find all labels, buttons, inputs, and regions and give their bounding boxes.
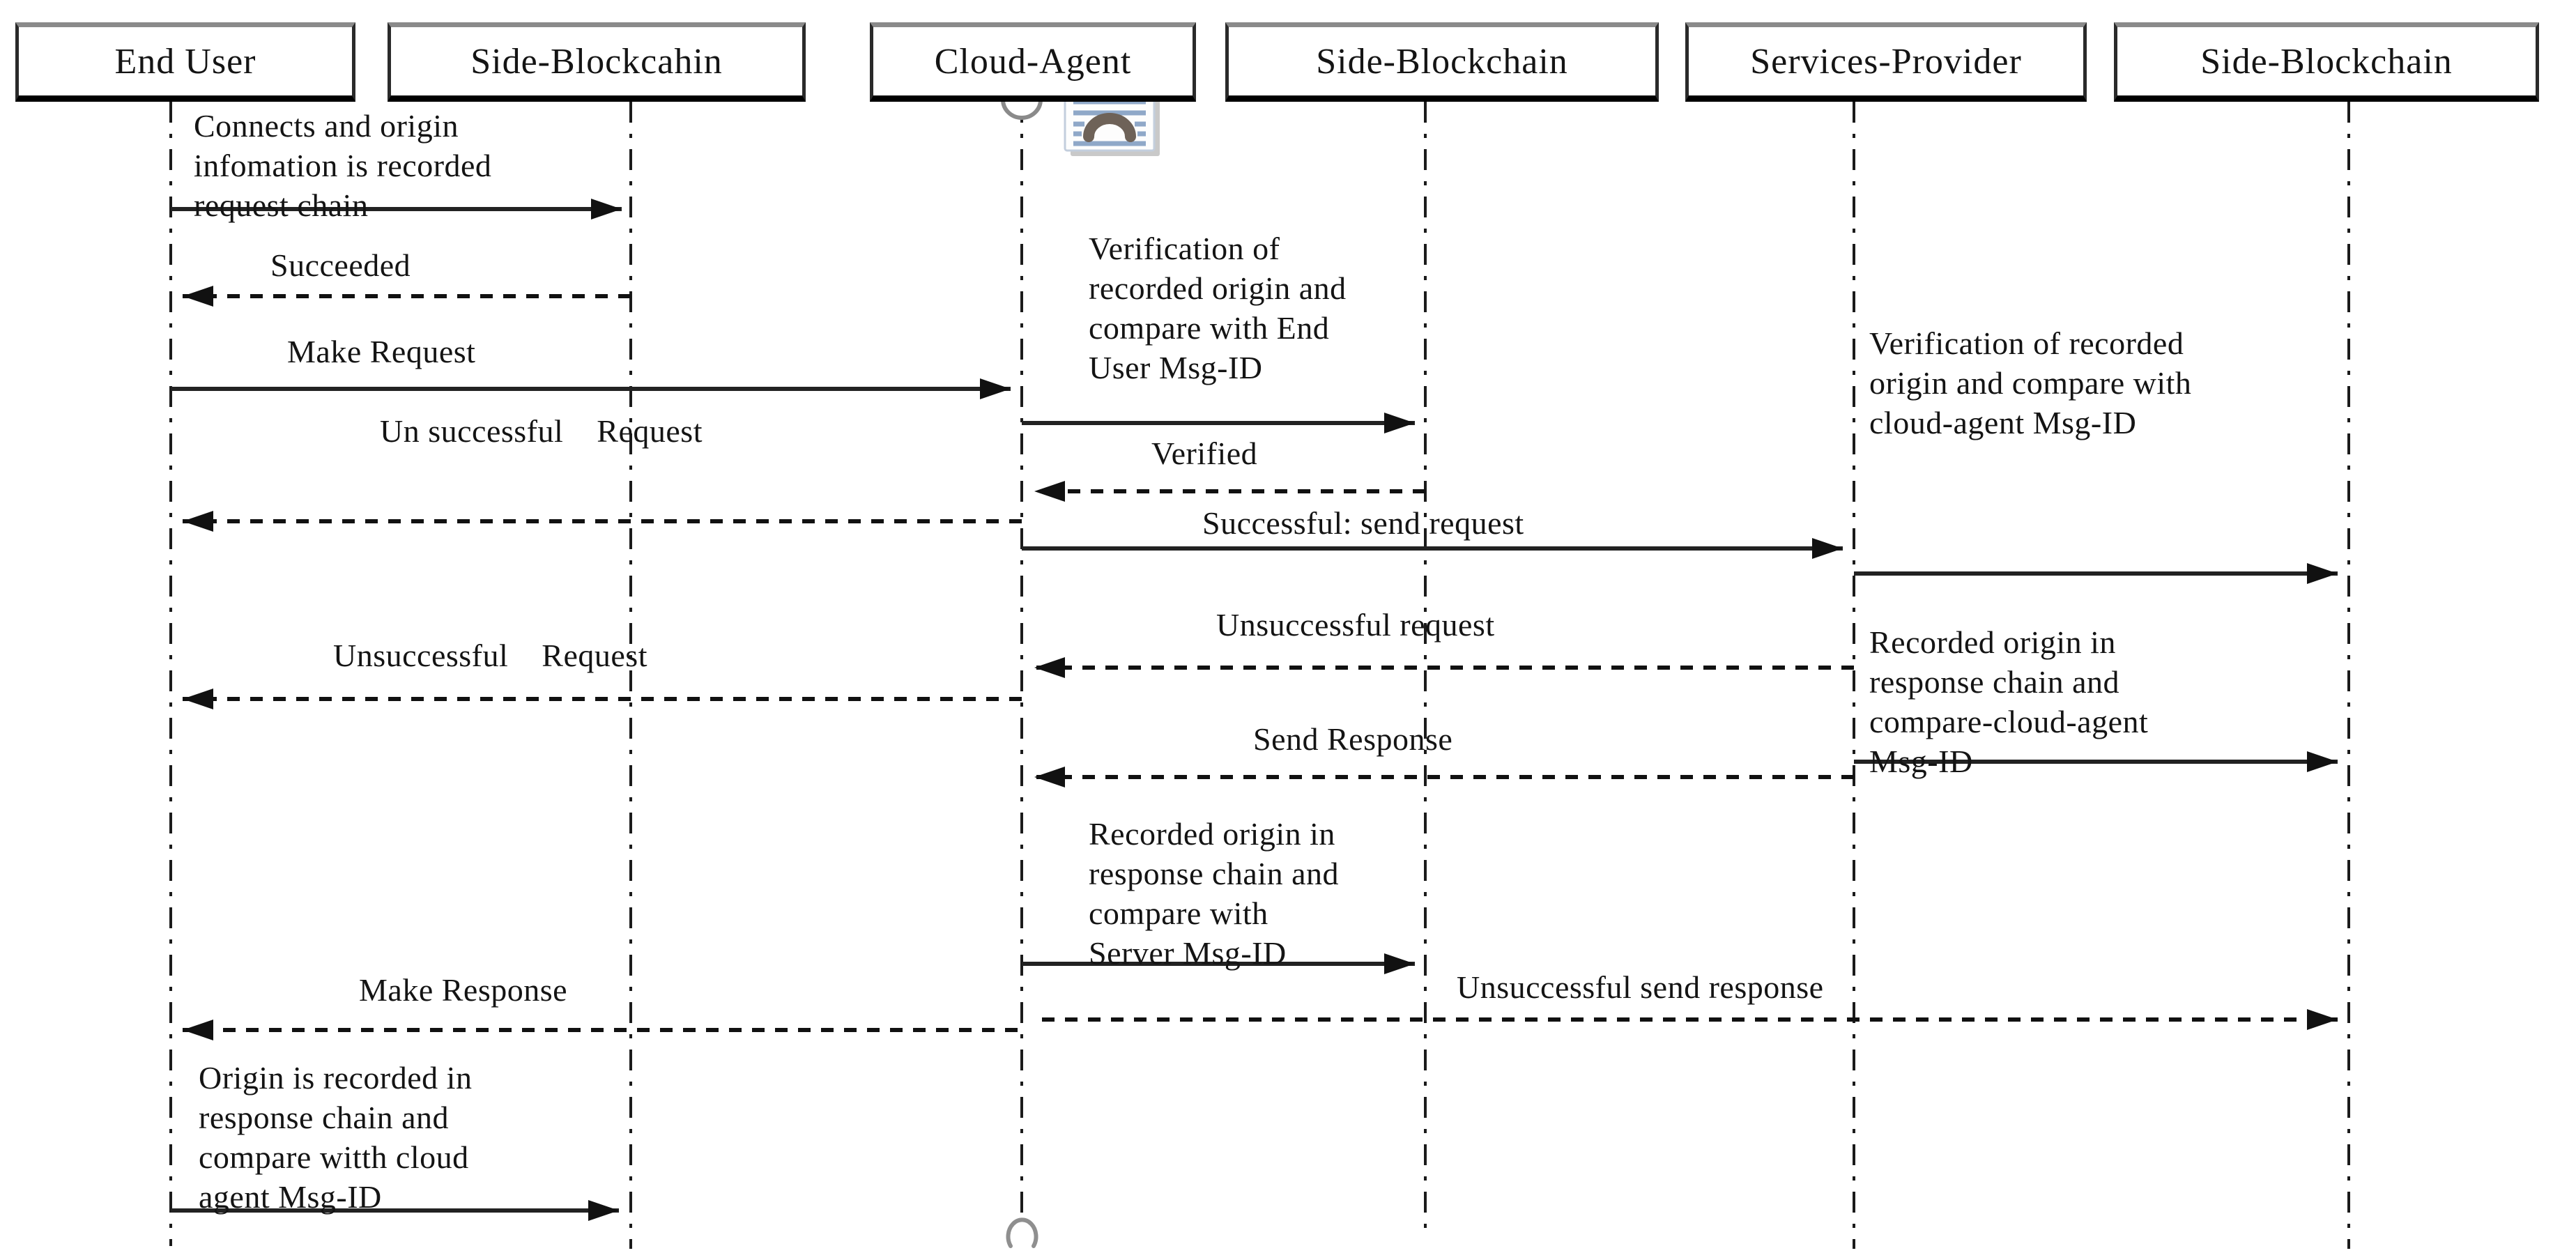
note-connects: Connects and origin infomation is record… <box>194 108 492 223</box>
note-recorded-origin-cloud: Recorded origin in response chain and co… <box>1089 816 1339 971</box>
actor-box-side-blockchain-2: Side-Blockchain <box>1225 22 1659 102</box>
actor-box-end-user: End User <box>15 22 355 102</box>
label-unsuccessful-send-response: Unsuccessful send response <box>1457 969 1824 1005</box>
rotation-handle-bottom-icon[interactable] <box>1006 1217 1038 1248</box>
label-make-response: Make Response <box>359 972 568 1008</box>
label-unsuccessful-request-1: Un successful Request <box>380 413 703 449</box>
actor-box-services-provider: Services-Provider <box>1685 22 2087 102</box>
label-make-request: Make Request <box>287 334 476 369</box>
note-origin-recorded-enduser: Origin is recorded in response chain and… <box>199 1060 473 1215</box>
picture-icon-arch <box>1083 113 1136 142</box>
label-verified: Verified <box>1151 436 1258 471</box>
label-successful-send-request: Successful: send request <box>1202 505 1524 541</box>
picture-content-icon[interactable] <box>1064 91 1160 156</box>
note-recorded-origin-services: Recorded origin in response chain and co… <box>1869 624 2149 779</box>
note-verification-cloud-agent: Verification of recorded origin and comp… <box>1869 325 2192 440</box>
actor-box-cloud-agent: Cloud-Agent <box>870 22 1196 102</box>
note-verification-end-user: Verification of recorded origin and comp… <box>1089 231 1347 385</box>
actor-box-side-blockcahin: Side-Blockcahin <box>388 22 806 102</box>
label-unsuccessful-request-2: Unsuccessful Request <box>333 638 647 673</box>
actor-box-side-blockchain-3: Side-Blockchain <box>2114 22 2539 102</box>
label-succeeded: Succeeded <box>270 247 411 283</box>
label-unsuccessful-request-sp: Unsuccessful request <box>1216 607 1495 643</box>
label-send-response: Send Response <box>1253 721 1453 757</box>
